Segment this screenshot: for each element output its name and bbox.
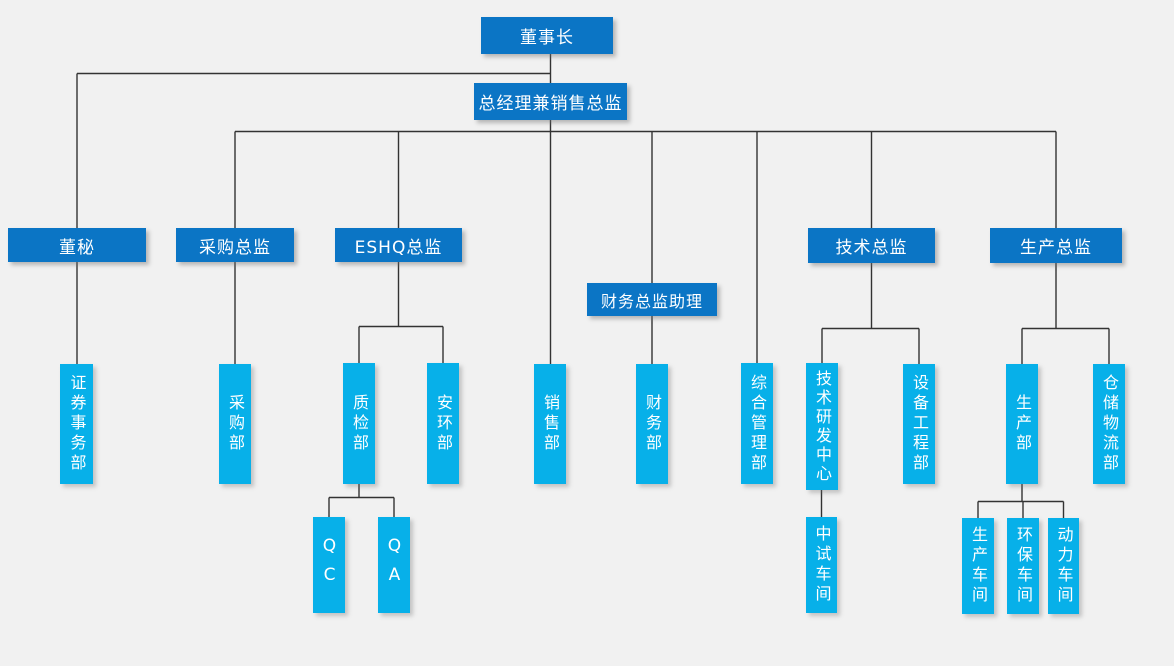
node-qc: QC: [313, 517, 345, 613]
node-finance-dept: 财务部: [636, 364, 668, 484]
edge-quality-dept-children: [328, 484, 395, 517]
node-general-manager: 总经理兼销售总监: [474, 83, 627, 120]
node-power-workshop-label: 动力车间: [1054, 526, 1074, 606]
node-securities-affairs-dept-label: 证券事务部: [67, 374, 87, 474]
node-procurement-director: 采购总监: [176, 228, 294, 262]
node-production-dept-label: 生产部: [1013, 394, 1032, 454]
edge-production-dept-children: [977, 484, 1065, 518]
node-sales-dept-label: 销售部: [541, 394, 560, 454]
node-environmental-workshop: 环保车间: [1007, 518, 1039, 614]
node-safety-environment-dept: 安环部: [427, 363, 459, 484]
node-chairman: 董事长: [481, 17, 613, 54]
node-tech-rd-center-label: 技术研发中心: [813, 369, 832, 484]
edge-production-director-children: [1021, 263, 1110, 364]
node-eshq-director: ESHQ总监: [335, 228, 462, 262]
edge-eshq-director-children: [358, 262, 444, 363]
node-technical-director: 技术总监: [808, 228, 935, 263]
node-technical-director-label: 技术总监: [835, 238, 908, 258]
node-board-secretary-label: 董秘: [59, 237, 95, 258]
node-production-dept: 生产部: [1006, 364, 1038, 484]
node-qa-label: QA: [384, 536, 405, 594]
node-equipment-engineering-dept: 设备工程部: [903, 364, 935, 484]
node-equipment-engineering-dept-label: 设备工程部: [910, 374, 929, 474]
node-production-workshop: 生产车间: [962, 518, 994, 614]
node-board-secretary: 董秘: [8, 228, 146, 262]
node-eshq-director-label: ESHQ总监: [354, 237, 443, 258]
node-quality-inspection-dept-label: 质检部: [350, 393, 369, 454]
node-pilot-workshop-label: 中试车间: [812, 525, 832, 605]
edge-general-manager-children: [234, 120, 1057, 364]
node-finance-dept-label: 财务部: [643, 394, 662, 454]
node-power-workshop: 动力车间: [1048, 518, 1079, 614]
node-general-manager-label: 总经理兼销售总监: [478, 94, 623, 114]
node-procurement-dept: 采购部: [219, 364, 251, 484]
node-general-management-dept: 综合管理部: [741, 363, 773, 484]
node-production-director: 生产总监: [990, 228, 1122, 263]
node-tech-rd-center: 技术研发中心: [806, 363, 838, 490]
edge-technical-director-children: [821, 263, 920, 364]
node-procurement-dept-label: 采购部: [226, 394, 245, 454]
node-general-management-dept-label: 综合管理部: [748, 373, 767, 474]
node-finance-director-assistant: 财务总监助理: [587, 283, 717, 316]
node-warehouse-logistics-dept: 仓储物流部: [1093, 364, 1125, 484]
node-finance-director-assistant-label: 财务总监助理: [600, 291, 703, 311]
node-environmental-workshop-label: 环保车间: [1014, 526, 1033, 606]
edge-chairman-children: [76, 54, 552, 228]
node-quality-inspection-dept: 质检部: [343, 363, 375, 484]
node-production-director-label: 生产总监: [1020, 238, 1092, 258]
node-pilot-workshop: 中试车间: [806, 517, 837, 613]
node-production-workshop-label: 生产车间: [969, 526, 988, 606]
node-sales-dept: 销售部: [534, 364, 566, 484]
node-qc-label: QC: [319, 536, 340, 594]
node-warehouse-logistics-dept-label: 仓储物流部: [1100, 374, 1119, 474]
node-securities-affairs-dept: 证券事务部: [60, 364, 93, 484]
node-safety-environment-dept-label: 安环部: [434, 393, 453, 454]
node-qa: QA: [378, 517, 410, 613]
node-chairman-label: 董事长: [520, 28, 574, 48]
node-procurement-director-label: 采购总监: [199, 237, 271, 258]
